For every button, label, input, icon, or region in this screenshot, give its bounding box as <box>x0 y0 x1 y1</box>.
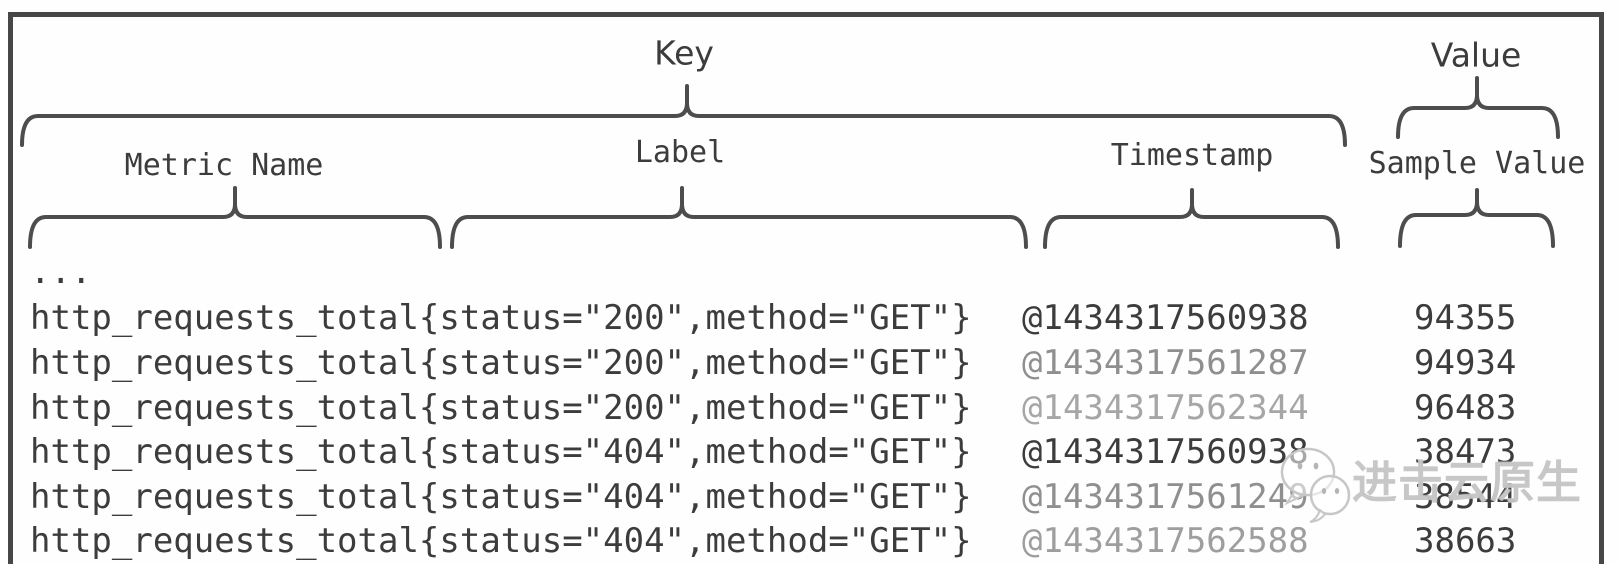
label-brace <box>450 186 1028 249</box>
value-text: 94934 <box>1414 343 1517 383</box>
ellipsis-row: ... <box>0 251 1620 293</box>
sample-row: http_requests_total{status="404",method=… <box>0 431 1620 473</box>
sample-value-brace <box>1398 188 1555 248</box>
sample-row: http_requests_total{status="200",method=… <box>0 297 1620 339</box>
metric-name-heading: Metric Name <box>124 148 324 183</box>
metric-text: http_requests_total{status="200",method=… <box>30 388 972 428</box>
timestamp-text: @1434317561249 <box>1022 477 1309 517</box>
timestamp-text: @1434317562344 <box>1022 388 1309 428</box>
sample-row: http_requests_total{status="404",method=… <box>0 520 1620 562</box>
ellipsis-text: ... <box>30 252 92 292</box>
sample-row: http_requests_total{status="404",method=… <box>0 476 1620 518</box>
value-text: 94355 <box>1414 298 1517 338</box>
metric-text: http_requests_total{status="404",method=… <box>30 521 972 561</box>
value-heading: Value <box>1430 35 1522 75</box>
metric-name-brace <box>28 186 442 249</box>
metric-text: http_requests_total{status="200",method=… <box>30 343 972 383</box>
key-brace <box>20 84 1347 147</box>
timestamp-heading: Timestamp <box>1110 138 1274 173</box>
timestamp-brace <box>1043 188 1340 249</box>
label-heading: Label <box>634 135 726 170</box>
value-brace <box>1396 76 1560 139</box>
diagram-border-frame <box>8 12 1604 564</box>
timestamp-text: @1434317561287 <box>1022 343 1309 383</box>
sample-row: http_requests_total{status="200",method=… <box>0 387 1620 429</box>
metric-text: http_requests_total{status="404",method=… <box>30 432 972 472</box>
timestamp-text: @1434317560938 <box>1022 432 1309 472</box>
metric-text: http_requests_total{status="200",method=… <box>30 298 972 338</box>
key-heading: Key <box>654 33 714 73</box>
sample-value-heading: Sample Value <box>1368 146 1586 181</box>
timestamp-text: @1434317560938 <box>1022 298 1309 338</box>
value-text: 38544 <box>1414 477 1517 517</box>
value-text: 38473 <box>1414 432 1517 472</box>
value-text: 38663 <box>1414 521 1517 561</box>
value-text: 96483 <box>1414 388 1517 428</box>
metric-text: http_requests_total{status="404",method=… <box>30 477 972 517</box>
sample-row: http_requests_total{status="200",method=… <box>0 342 1620 384</box>
timestamp-text: @1434317562588 <box>1022 521 1309 561</box>
